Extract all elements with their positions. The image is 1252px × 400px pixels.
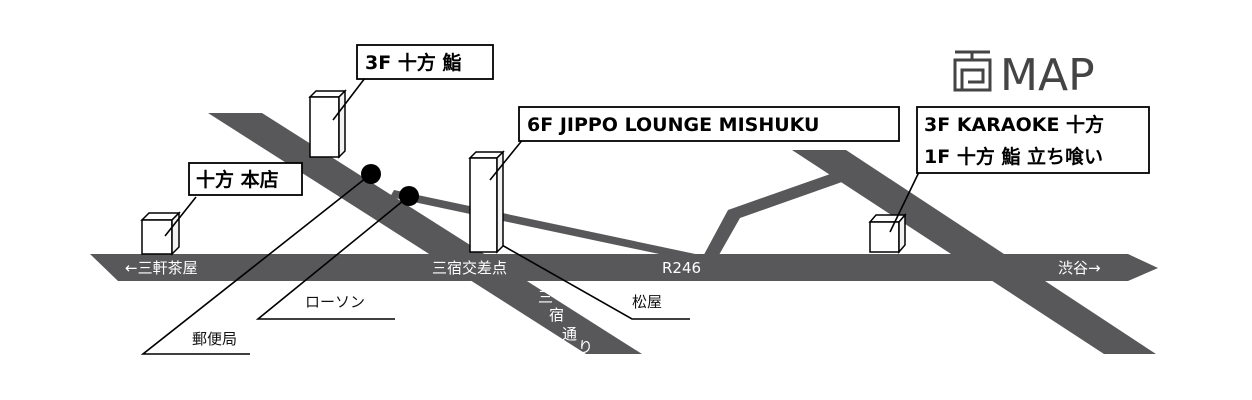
building-karaoke bbox=[868, 212, 907, 255]
matsuya-label: 松屋 bbox=[632, 293, 662, 311]
lawson-marker bbox=[399, 186, 419, 206]
lawson-label: ローソン bbox=[305, 293, 365, 311]
right-diagonal-road bbox=[792, 150, 1156, 354]
upper-side-road bbox=[700, 172, 842, 262]
sushi-label: 3F 十方 鮨 bbox=[365, 51, 461, 74]
intersection-label: 三宿交差点 bbox=[432, 259, 507, 277]
honten-callout: 十方 本店 bbox=[188, 162, 303, 196]
side-street-char: り bbox=[578, 338, 593, 356]
post-office-label: 郵便局 bbox=[192, 330, 237, 348]
lounge-callout: 6F JIPPO LOUNGE MISHUKU bbox=[518, 106, 900, 142]
post-office-leader bbox=[140, 173, 372, 355]
building-honten bbox=[140, 211, 181, 256]
side-street-char: 宿 bbox=[549, 306, 564, 324]
karaoke-callout: 3F KARAOKE 十方 1F 十方 鮨 立ち喰い bbox=[916, 106, 1150, 174]
map-icon bbox=[953, 50, 992, 92]
matsuya-leader bbox=[492, 239, 690, 320]
karaoke-label-line2: 1F 十方 鮨 立ち喰い bbox=[924, 145, 1103, 168]
building-lounge bbox=[468, 150, 505, 254]
post-office-marker bbox=[361, 164, 381, 184]
karaoke-label-line1: 3F KARAOKE 十方 bbox=[924, 113, 1104, 136]
road-network bbox=[90, 113, 1158, 354]
mishuku-dori-road bbox=[208, 113, 642, 354]
landmark-leaders bbox=[140, 173, 690, 355]
building-leaders bbox=[164, 77, 921, 237]
side-street-char: 通 bbox=[562, 325, 577, 343]
west-direction-label: ←三軒茶屋 bbox=[125, 259, 198, 277]
side-street-char: 三 bbox=[538, 288, 553, 306]
map-title: MAP bbox=[953, 50, 1095, 101]
side-street-label: 三 宿 通 り bbox=[538, 288, 593, 356]
honten-label: 十方 本店 bbox=[196, 168, 279, 191]
map-title-text: MAP bbox=[1000, 50, 1095, 101]
mid-side-road bbox=[390, 190, 700, 262]
lawson-leader bbox=[255, 195, 410, 320]
building-sushi bbox=[308, 89, 347, 159]
east-direction-label: 渋谷→ bbox=[1058, 259, 1101, 277]
route-label: R246 bbox=[662, 259, 701, 277]
route-246-road bbox=[90, 254, 1158, 281]
sushi-callout: 3F 十方 鮨 bbox=[356, 44, 494, 80]
lounge-label: 6F JIPPO LOUNGE MISHUKU bbox=[527, 114, 819, 136]
